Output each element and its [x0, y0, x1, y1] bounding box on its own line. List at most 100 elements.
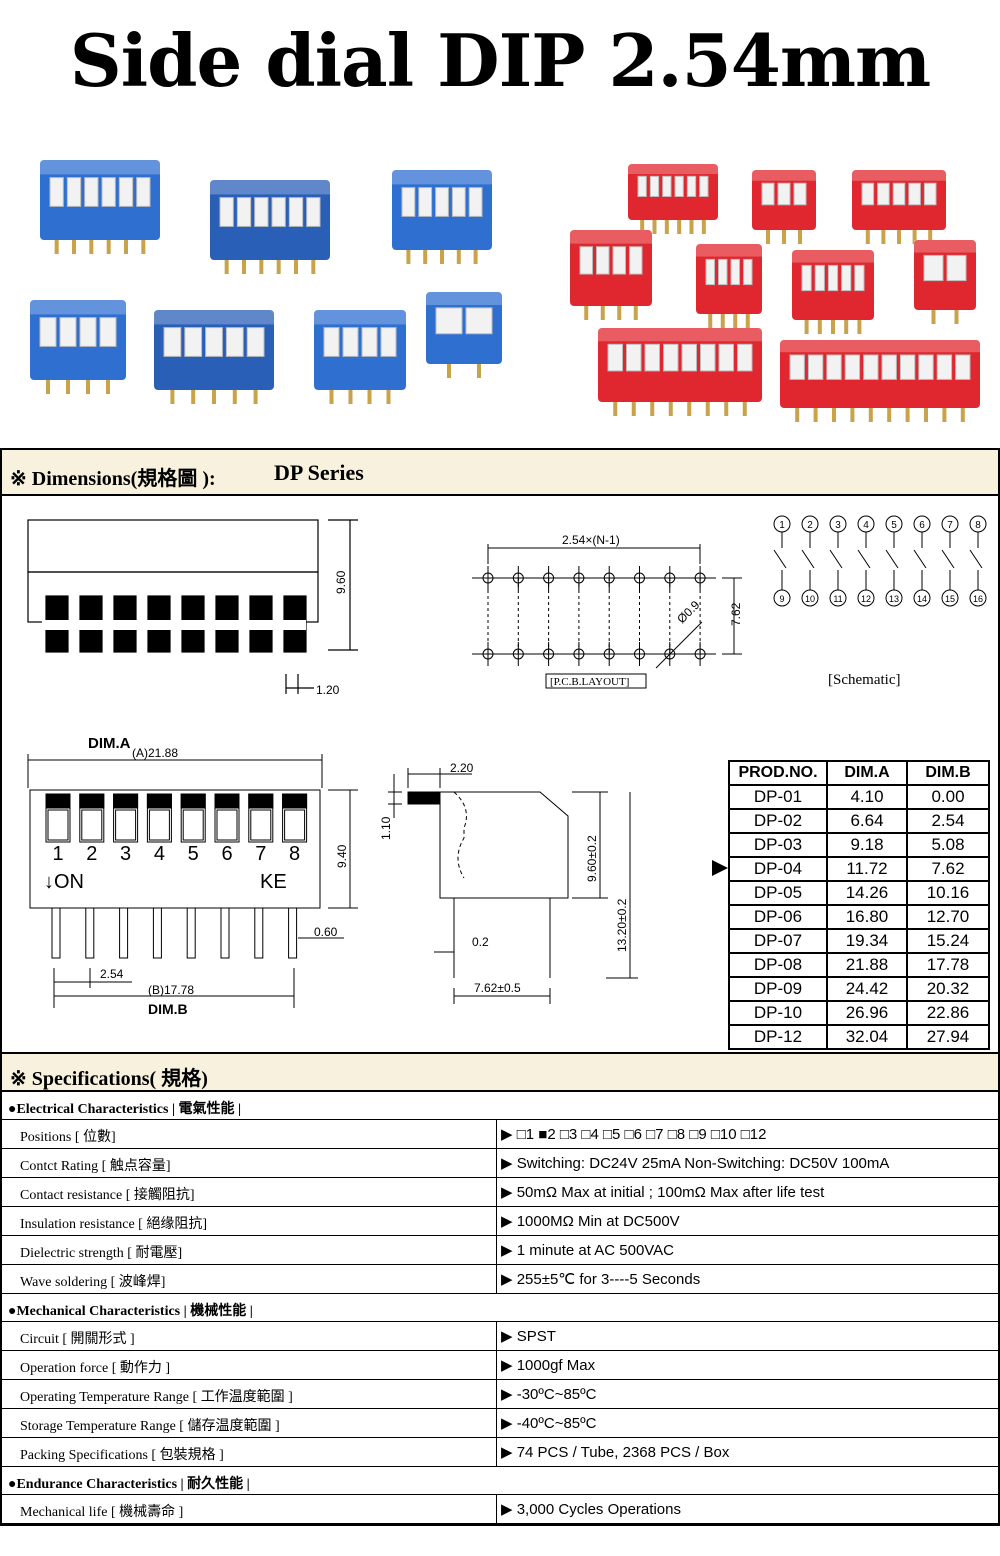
switch-number: 5: [188, 843, 199, 865]
side-h2: 13.20±0.2: [615, 898, 629, 952]
spec-key: Dielectric strength [ 耐電壓]: [20, 1246, 183, 1261]
schematic-terminal: [773, 589, 791, 607]
side-h1: 9.60±0.2: [585, 835, 599, 882]
spec-key: ●Electrical Characteristics | 電氣性能 |: [8, 1102, 242, 1117]
table-cell: 0.00: [906, 784, 990, 810]
spec-value: ▶ 3,000 Cycles Operations: [496, 1495, 1000, 1523]
slider-slot: [182, 809, 204, 841]
dip-switch: [392, 170, 492, 264]
side-view: [388, 768, 638, 1004]
schematic-number: 7: [947, 520, 953, 531]
table-cell: 11.72: [826, 856, 908, 882]
table-cell: 19.34: [826, 928, 908, 954]
table-cell: DP-08: [728, 952, 828, 978]
slider-slot: [284, 809, 306, 841]
switch-number: 2: [86, 843, 97, 865]
schematic-number: 14: [917, 594, 927, 604]
table-cell: 27.94: [906, 1024, 990, 1050]
dip-switch: [598, 328, 762, 416]
pin: [85, 907, 95, 959]
slider-knob: [113, 793, 139, 809]
table-cell: DP-06: [728, 904, 828, 930]
switch-number: 3: [120, 843, 131, 865]
dip-switch: [752, 170, 816, 244]
slider-knob: [214, 793, 240, 809]
dim-pitch: 2.54: [100, 967, 124, 981]
dip-switch: [852, 170, 946, 244]
dim-b-title: DIM.B: [148, 1001, 188, 1017]
side-span: 7.62±0.5: [474, 981, 521, 995]
dip-switch: [628, 164, 718, 234]
schematic-number: 9: [779, 594, 784, 604]
dip-switch: [570, 230, 652, 320]
table-cell: 32.04: [826, 1024, 908, 1050]
switch-number: 8: [289, 843, 300, 865]
pin: [254, 907, 264, 959]
pin: [119, 907, 129, 959]
spec-row: Positions [ 位數] ▶ □1 ■2 □3 □4 □5 □6 □7 □8…: [2, 1120, 998, 1149]
slider-knob: [282, 793, 308, 809]
schematic-label: [Schematic]: [828, 672, 900, 688]
dip-switch: [154, 310, 274, 404]
spec-row: Operation force [ 動作力 ]▶ 1000gf Max: [2, 1351, 998, 1380]
schematic-number: 13: [889, 594, 899, 604]
dim-b-value: (B)17.78: [148, 983, 194, 997]
table-cell: 24.42: [826, 976, 908, 1002]
table-cell: DP-09: [728, 976, 828, 1002]
table-cell: 22.86: [906, 1000, 990, 1026]
dim-pin-width: 0.60: [314, 925, 338, 939]
spec-section: ●Endurance Characteristics | 耐久性能 |: [2, 1467, 998, 1495]
schematic-number: 10: [805, 594, 815, 604]
dip-switch: [696, 244, 762, 328]
dip-switch: [780, 340, 980, 422]
spec-key: Storage Temperature Range [ 儲存温度範圍 ]: [20, 1419, 280, 1434]
table-cell: 15.24: [906, 928, 990, 954]
blue-switches: [30, 160, 502, 404]
spec-value: ▶ 1000MΩ Min at DC500V: [496, 1207, 1000, 1235]
schematic-number: 16: [973, 594, 983, 604]
dim-height: 9.60: [334, 570, 348, 594]
ke-label: KE: [260, 871, 287, 893]
spec-value: ▶ -30ºC~85ºC: [496, 1380, 1000, 1408]
spec-value: ▶ 255±5℃ for 3----5 Seconds: [496, 1265, 1000, 1293]
spec-section: ●Electrical Characteristics | 電氣性能 |: [2, 1092, 998, 1120]
table-cell: DP-04: [728, 856, 828, 882]
dim-1-20: 1.20: [316, 683, 340, 697]
table-cell: DP-01: [728, 784, 828, 810]
slider-slot: [47, 809, 69, 841]
table-cell: 2.54: [906, 808, 990, 834]
schematic-number: 6: [919, 520, 925, 531]
dip-switch: [426, 292, 502, 378]
spec-row: Wave soldering [ 波峰焊] ▶ 255±5℃ for 3----5…: [2, 1265, 998, 1294]
spec-row: Packing Specifications [ 包裝規格 ]▶ 74 PCS …: [2, 1438, 998, 1467]
slider-knob: [180, 793, 206, 809]
top-view: [27, 754, 358, 1008]
slider-slot: [148, 809, 170, 841]
side-pin: 0.2: [472, 935, 489, 949]
dip-switch: [210, 180, 330, 274]
switch-number: 6: [221, 843, 232, 865]
on-label: ↓ON: [44, 871, 84, 893]
pin: [288, 907, 298, 959]
schematic-number: 11: [833, 594, 842, 604]
schematic-number: 5: [891, 520, 897, 531]
schematic-number: 3: [835, 520, 841, 531]
dim-a-value: (A)21.88: [132, 746, 178, 760]
spec-key: Positions [ 位數]: [20, 1130, 116, 1145]
pcb-pitch: 2.54×(N-1): [562, 533, 620, 547]
pcb-layout: [472, 544, 742, 689]
slider-knob: [248, 793, 274, 809]
table-cell: 20.32: [906, 976, 990, 1002]
spec-key: Operation force [ 動作力 ]: [20, 1361, 171, 1376]
slider-knob: [79, 793, 105, 809]
schematic-terminal: [969, 589, 987, 607]
spec-value: ▶ -40ºC~85ºC: [496, 1409, 1000, 1437]
table-cell: 5.08: [906, 832, 990, 858]
spec-key: Wave soldering [ 波峰焊]: [20, 1275, 166, 1290]
spec-value: ▶ □1 ■2 □3 □4 □5 □6 □7 □8 □9 □10 □12: [496, 1120, 1000, 1148]
